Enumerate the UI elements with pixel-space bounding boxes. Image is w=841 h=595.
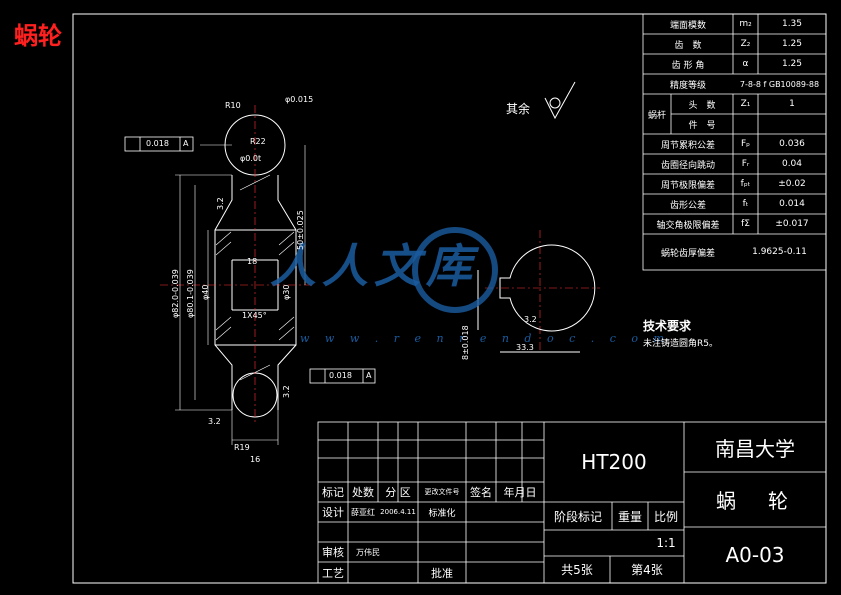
design-date: 2006.4.11 [380, 508, 416, 516]
param-value: 1.35 [781, 19, 803, 29]
param-value: 1.25 [781, 39, 803, 49]
param-name: 周节极限偏差 [660, 180, 715, 191]
drawing-number: A0-03 [725, 543, 785, 567]
watermark-ring [412, 227, 498, 313]
part-name: 蜗 轮 [716, 489, 794, 513]
param-name: 周节累积公差 [660, 140, 715, 151]
datum-label-2: A [366, 371, 372, 380]
param-value: 7-8-8 f GB10089-88 [739, 79, 820, 89]
param-name: 齿 形 角 [671, 60, 705, 71]
dim-chamfer: 1X45° [242, 311, 267, 320]
dim-phi-top2: φ0.0t [240, 154, 262, 163]
dim-d30: φ30 [282, 284, 291, 300]
param-symbol: Z₁ [740, 99, 751, 109]
param-sub: 件 号 [688, 120, 716, 131]
approve-label: 批准 [431, 566, 453, 580]
dim-r10: R10 [225, 101, 241, 110]
dim-w16: 16 [250, 455, 261, 464]
dim-key8: 8±0.018 [461, 325, 470, 360]
dim-phi-top: φ0.015 [285, 95, 314, 104]
sheet-number: 第4张 [631, 563, 663, 577]
watermark-url: w w w . r e n r e n d o c . c o m [300, 332, 670, 345]
param-name: 端面模数 [669, 20, 706, 31]
param-symbol: fₜ [742, 199, 749, 209]
dim-d80: φ80.1-0.039 [186, 269, 195, 318]
dim-h50: 50±0.025 [296, 210, 305, 250]
param-symbol: fΣ [741, 219, 750, 229]
change-doc-label: 更改文件号 [424, 488, 460, 496]
dim-r32: 3.2 [524, 315, 537, 324]
param-value: ±0.02 [778, 179, 806, 189]
design-label: 设计 [322, 506, 344, 519]
param-symbol: m₂ [739, 19, 752, 29]
param-value: 1 [789, 99, 795, 109]
dimension-lines [175, 144, 306, 445]
param-value: 0.04 [781, 159, 803, 169]
hatching [215, 174, 295, 381]
param-value: 1.25 [781, 59, 803, 69]
check-label: 审核 [322, 546, 344, 559]
param-symbol: fₚₜ [740, 179, 751, 189]
dim-r19: R19 [234, 443, 250, 452]
tech-line-1: 未注铸造圆角R5。 [643, 339, 718, 349]
surface-note: 其余 [506, 102, 531, 116]
param-symbol: Fₚ [740, 139, 751, 149]
date-label: 年月日 [503, 486, 537, 499]
scale-value: 1:1 [656, 536, 676, 550]
param-symbol: Z₂ [740, 39, 751, 49]
dim-r22: R22 [250, 137, 266, 146]
title-block-grid [317, 421, 827, 584]
param-value: 0.014 [779, 199, 805, 209]
dim-roughness-c: 3.2 [208, 417, 221, 426]
material: HT200 [581, 450, 647, 474]
weight-label: 重量 [617, 509, 642, 524]
param-name: 齿圈径向跳动 [660, 160, 715, 171]
tech-title: 技术要求 [643, 319, 692, 333]
dim-roughness-b: 3.2 [282, 385, 291, 398]
param-value: ±0.017 [775, 219, 809, 229]
zone-label: 分 区 [385, 486, 411, 499]
datum-label-1: A [183, 139, 189, 148]
dim-d82: φ82.0-0.039 [171, 269, 180, 318]
school-name: 南昌大学 [715, 436, 795, 461]
count-label: 处数 [352, 486, 374, 499]
mark-label: 标记 [322, 486, 344, 499]
param-sub: 头 数 [688, 100, 716, 111]
param-name: 齿形公差 [669, 200, 706, 211]
sheets-total: 共5张 [561, 563, 593, 577]
document-title: 蜗轮 [14, 22, 62, 50]
param-symbol: Fᵣ [741, 159, 750, 169]
roughness-symbol [544, 81, 576, 120]
tol-value-2: 0.018 [329, 371, 352, 380]
craft-label: 工艺 [322, 566, 344, 580]
param-name: 蜗杆 [647, 110, 666, 121]
standard-label: 标准化 [428, 508, 456, 519]
watermark-text: 人人文库 [270, 239, 478, 293]
checker-name: 万伟民 [356, 547, 380, 557]
param-name: 轴交角极限偏差 [656, 220, 720, 231]
param-value: 1.9625-0.11 [752, 247, 807, 257]
param-name: 蜗轮齿厚偏差 [660, 248, 715, 259]
param-name: 齿 数 [674, 40, 702, 51]
sign-label: 签名 [470, 486, 492, 499]
parameter-table [642, 13, 827, 271]
dim-d40: φ40 [201, 284, 210, 300]
tol-value-1: 0.018 [146, 139, 169, 148]
param-name: 精度等级 [669, 80, 706, 91]
param-symbol: α [742, 59, 749, 69]
dim-len18: 18 [247, 257, 258, 266]
dim-d333: 33.3 [516, 343, 534, 352]
dim-roughness-a: 3.2 [216, 197, 225, 210]
stage-label: 阶段标记 [553, 509, 602, 524]
tolerance-frames [124, 136, 376, 384]
designer-name: 薛亚红 [351, 507, 375, 517]
scale-label: 比例 [653, 509, 678, 524]
center-lines [160, 105, 600, 425]
param-value: 0.036 [779, 139, 805, 149]
